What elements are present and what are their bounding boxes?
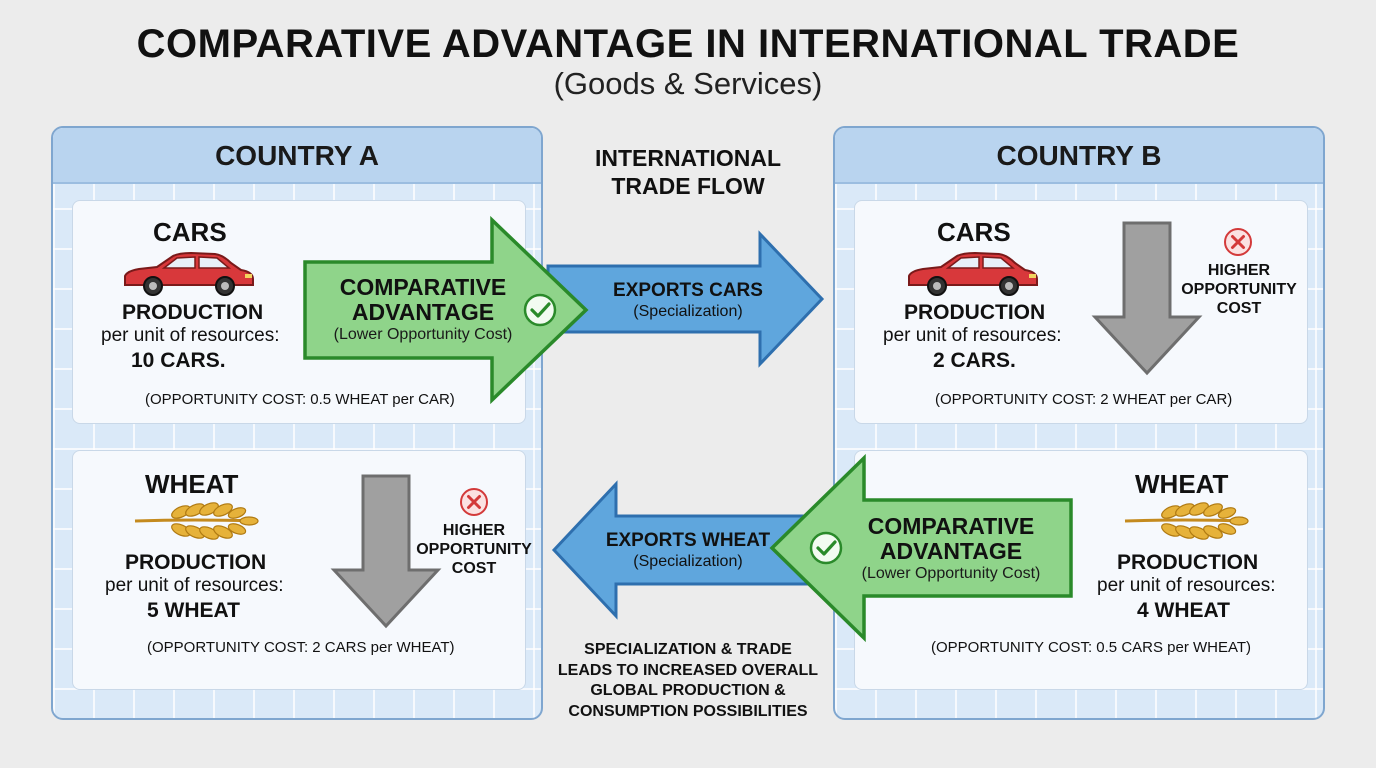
page-subtitle: (Goods & Services) xyxy=(553,66,823,101)
country-b-wheat-label: WHEAT xyxy=(1135,469,1229,499)
country-b-cars-per-unit: per unit of resources: xyxy=(883,325,1062,346)
page-title: COMPARATIVE ADVANTAGE IN INTERNATIONAL T… xyxy=(136,22,1240,66)
down-arrow-icon xyxy=(330,474,442,629)
country-a-cars-opportunity-cost: (OPPORTUNITY COST: 0.5 WHEAT per CAR) xyxy=(145,391,455,408)
country-a-wheat-opportunity-cost: (OPPORTUNITY COST: 2 CARS per WHEAT) xyxy=(147,639,455,656)
exports-wheat-label: EXPORTS WHEAT xyxy=(605,530,771,551)
exports-cars-note: (Specialization) xyxy=(633,303,743,320)
country-a-title: COUNTRY A xyxy=(53,128,541,184)
check-icon xyxy=(523,293,557,327)
country-b-advantage-label: COMPARATIVE ADVANTAGE xyxy=(867,513,1035,564)
country-a-wheat-production-label: PRODUCTION xyxy=(125,551,267,574)
country-b-wheat-production-label: PRODUCTION xyxy=(1117,551,1259,574)
country-b-cars-production-label: PRODUCTION xyxy=(904,301,1046,324)
car-icon xyxy=(124,251,254,296)
exports-cars-arrow xyxy=(546,230,825,368)
country-a-wheat-amount: 5 WHEAT xyxy=(147,599,240,622)
x-icon xyxy=(1224,228,1252,256)
wheat-icon xyxy=(134,502,259,540)
country-a-wheat-card: WHEAT PRODUCTION per unit of resources: … xyxy=(72,450,526,690)
country-a-panel: COUNTRY A CARS PRODUCTION per unit of re… xyxy=(51,126,543,720)
down-arrow-icon xyxy=(1091,221,1203,376)
country-b-cars-amount: 2 CARS. xyxy=(933,349,1016,372)
country-b-title: COUNTRY B xyxy=(835,128,1323,184)
country-a-advantage-note: (Lower Opportunity Cost) xyxy=(333,326,513,343)
trade-flow-title: INTERNATIONAL TRADE FLOW xyxy=(594,145,782,199)
trade-conclusion: SPECIALIZATION & TRADE LEADS TO INCREASE… xyxy=(557,641,819,720)
country-a-cars-per-unit: per unit of resources: xyxy=(101,325,280,346)
country-b-cars-opportunity-cost: (OPPORTUNITY COST: 2 WHEAT per CAR) xyxy=(935,391,1233,408)
country-a-higher-opportunity-cost: HIGHER OPPORTUNITY COST xyxy=(416,522,532,577)
country-a-wheat-per-unit: per unit of resources: xyxy=(105,575,284,596)
exports-wheat-note: (Specialization) xyxy=(633,553,743,570)
country-b-wheat-amount: 4 WHEAT xyxy=(1137,599,1230,622)
country-a-advantage-label: COMPARATIVE ADVANTAGE xyxy=(339,274,507,325)
country-b-wheat-opportunity-cost: (OPPORTUNITY COST: 0.5 CARS per WHEAT) xyxy=(931,639,1252,656)
country-b-higher-opportunity-cost: HIGHER OPPORTUNITY COST xyxy=(1181,262,1297,317)
x-icon xyxy=(460,488,488,516)
country-b-advantage-note: (Lower Opportunity Cost) xyxy=(861,565,1041,582)
country-b-cars-card: CARS PRODUCTION per unit of resources: 2… xyxy=(854,200,1308,424)
country-a-cars-label: CARS xyxy=(153,217,227,247)
country-b-panel: COUNTRY B CARS PRODUCTION per unit of re… xyxy=(833,126,1325,720)
country-b-cars-label: CARS xyxy=(937,217,1011,247)
car-icon xyxy=(908,251,1038,296)
country-b-advantage-arrow xyxy=(769,453,1073,643)
country-a-cars-production-label: PRODUCTION xyxy=(122,301,264,324)
check-icon xyxy=(809,531,843,565)
exports-cars-label: EXPORTS CARS xyxy=(613,280,763,301)
wheat-icon xyxy=(1124,502,1249,540)
country-a-advantage-arrow xyxy=(303,215,589,405)
country-a-cars-card: CARS PRODUCTION per unit of resources: 1… xyxy=(72,200,526,424)
exports-wheat-arrow xyxy=(551,480,830,620)
country-a-wheat-label: WHEAT xyxy=(145,469,239,499)
country-a-cars-amount: 10 CARS. xyxy=(131,349,226,372)
country-b-wheat-per-unit: per unit of resources: xyxy=(1097,575,1276,596)
